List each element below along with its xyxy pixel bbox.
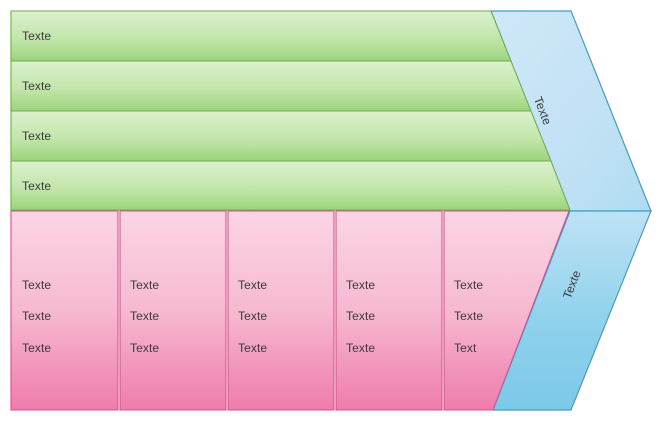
green-row-3[interactable] (10, 110, 552, 162)
pink-column-1[interactable] (10, 210, 119, 411)
pink-column-3[interactable] (227, 210, 335, 411)
pink-column-5-item-2: Texte (454, 309, 484, 323)
pink-column-3-item-1: Texte (238, 278, 268, 292)
green-row-1[interactable] (10, 10, 512, 62)
pink-column-4[interactable] (335, 210, 443, 411)
pink-column-5[interactable] (443, 210, 570, 411)
pink-column-2-item-1: Texte (130, 278, 160, 292)
pink-column-2[interactable] (119, 210, 227, 411)
pink-column-5-item-1: Texte (454, 278, 484, 292)
pink-column-3-item-2: Texte (238, 309, 268, 323)
green-row-1-label: Texte (22, 29, 52, 43)
green-row-4-label: Texte (22, 179, 52, 193)
pink-column-2-item-2: Texte (130, 309, 160, 323)
green-row-4[interactable] (10, 160, 571, 211)
pink-column-1-item-3: Texte (22, 341, 52, 355)
pink-column-4-item-3: Texte (346, 341, 376, 355)
pink-column-1-item-1: Texte (22, 278, 52, 292)
green-row-2[interactable] (10, 60, 532, 112)
pink-column-2-item-3: Texte (130, 341, 160, 355)
pink-column-1-item-2: Texte (22, 309, 52, 323)
pink-columns-group (10, 210, 570, 411)
pink-column-4-item-2: Texte (346, 309, 376, 323)
green-row-3-label: Texte (22, 129, 52, 143)
green-row-2-label: Texte (22, 79, 52, 93)
green-rows-group (10, 10, 571, 211)
pink-column-4-item-1: Texte (346, 278, 376, 292)
pink-column-3-item-3: Texte (238, 341, 268, 355)
pink-column-5-item-3: Text (454, 341, 477, 355)
